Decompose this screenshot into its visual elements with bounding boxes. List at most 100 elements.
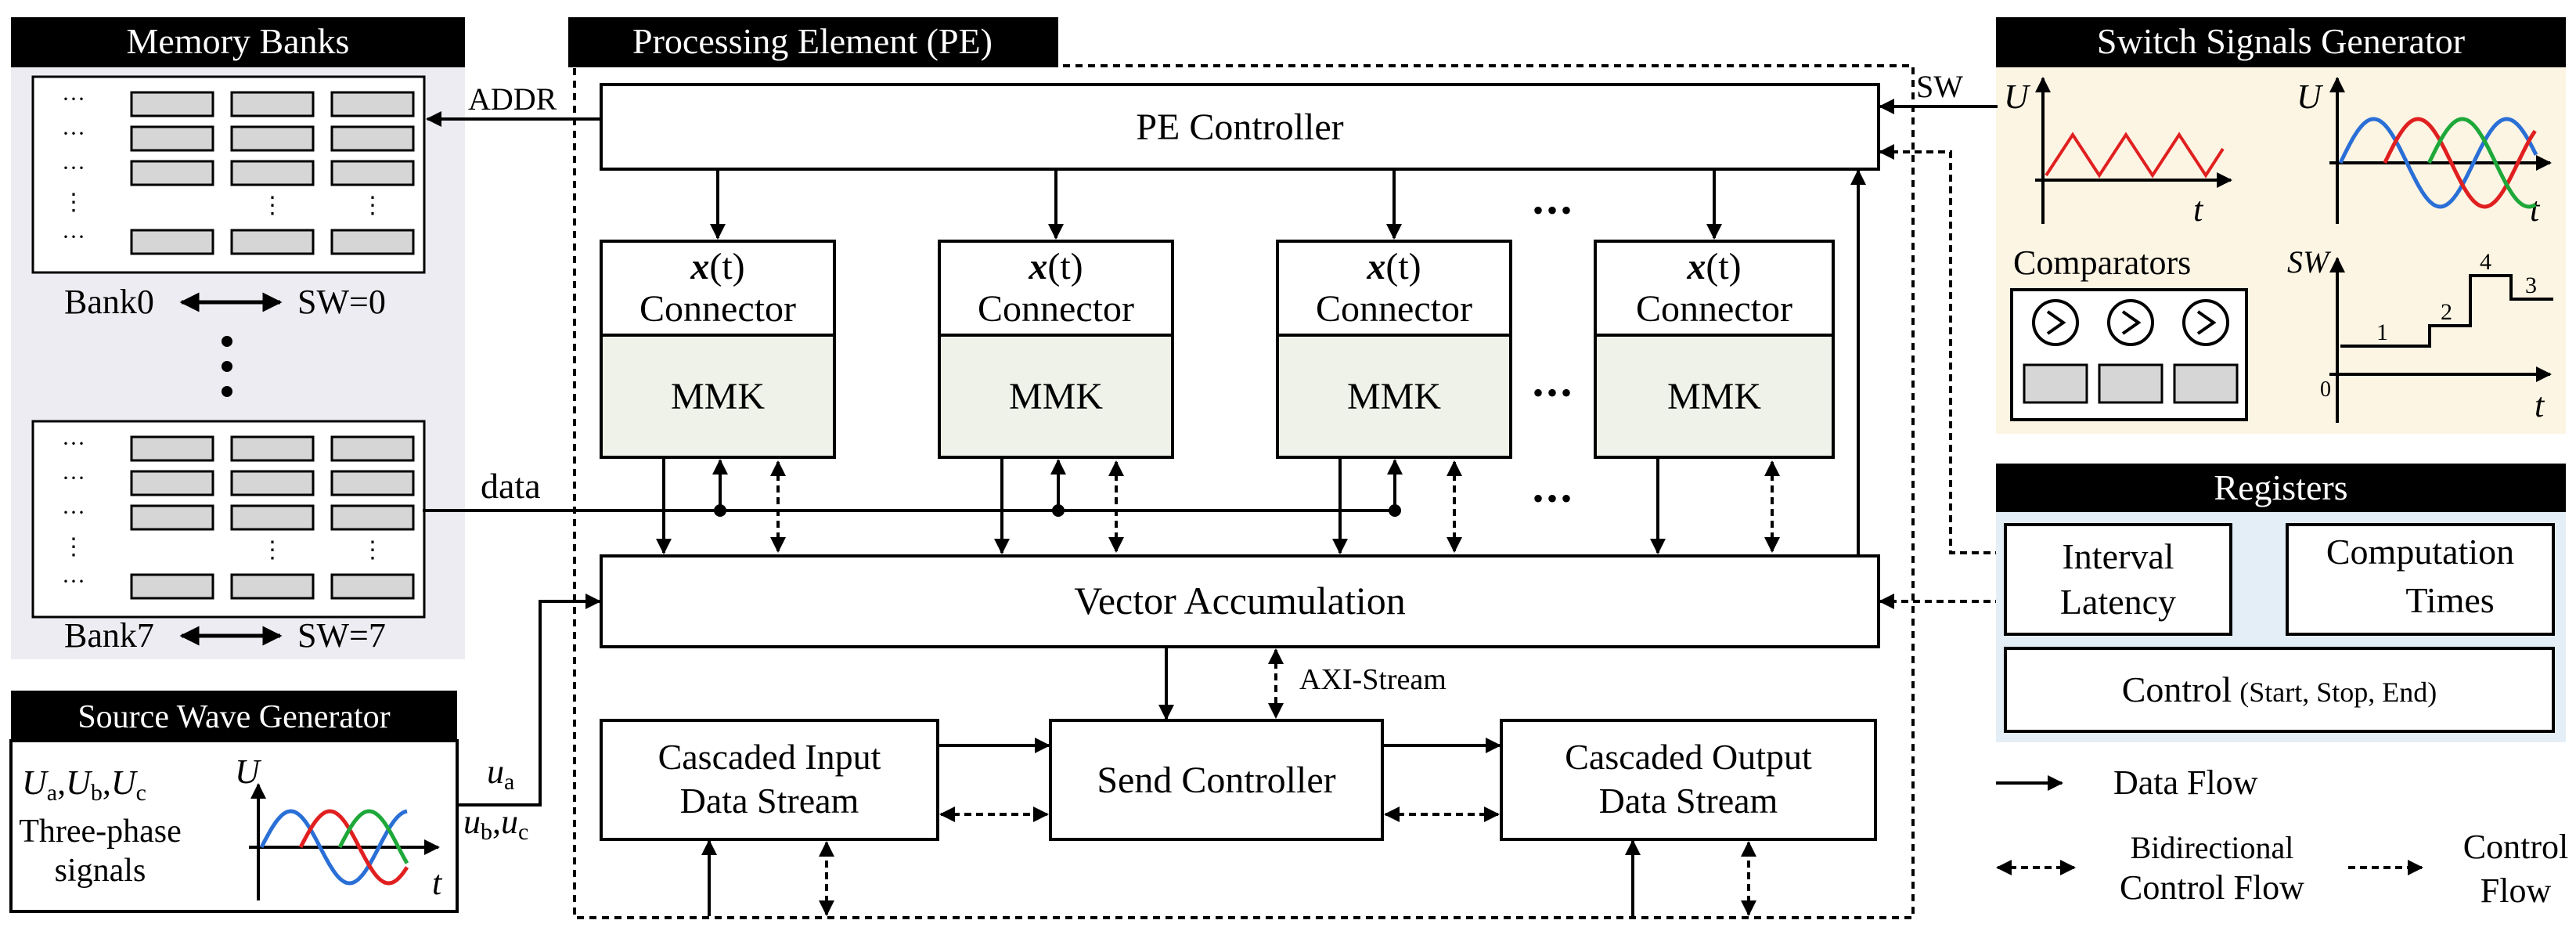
connector-label: Connector: [1316, 288, 1472, 330]
bank0-cell: [230, 160, 315, 186]
ref-wave-phase-2: [2383, 117, 2537, 209]
cascaded-output-line1: Cascaded Output: [1565, 737, 1812, 777]
bank-gap-dots: [222, 336, 232, 397]
comparators-label: Comparators: [2013, 244, 2191, 282]
bank0-sw-label: SW=0: [297, 283, 386, 321]
bank7-row-marker: ···: [62, 568, 85, 594]
pe-controller-label: PE Controller: [1136, 106, 1343, 148]
addr-label: ADDR: [468, 81, 557, 117]
bank7-cell: [230, 504, 315, 531]
sw-step-1: 1: [2376, 319, 2388, 345]
cascaded-input-box: [600, 719, 939, 841]
bank7-cell: [330, 470, 415, 496]
computation-times-line2: Times: [2405, 580, 2494, 620]
triangle-carrier-wave: [2045, 132, 2225, 179]
source-wave-axis-u: U: [235, 752, 262, 791]
pe-mid-ellipsis: •••: [1533, 375, 1575, 410]
interval-latency-line2: Latency: [2060, 582, 2176, 622]
ref-wave-phase-3: [2427, 117, 2537, 209]
mmk-box: [938, 334, 1174, 459]
bank7-cell: [130, 573, 214, 600]
cascaded-input-line2: Data Stream: [680, 781, 859, 821]
connector-xt-label: x(t): [690, 246, 744, 287]
sw-step-curve: [2340, 274, 2553, 348]
axi-stream-label: AXI-Stream: [1299, 663, 1447, 696]
comparator-symbol: [2046, 310, 2066, 335]
pe-title: Processing Element (PE): [632, 21, 993, 61]
bank0-cell: [330, 160, 415, 186]
cascaded-input-line1: Cascaded Input: [658, 737, 881, 777]
source-wave-title-bar: [11, 691, 457, 741]
comparator-output-cell: [2173, 363, 2239, 404]
connector-label: Connector: [639, 288, 796, 330]
legend-control-line2: Flow: [2481, 871, 2552, 910]
sw-signal-label: SW: [1916, 69, 1963, 104]
legend-control-line1: Control: [2463, 828, 2568, 866]
legend-data-flow-label: Data Flow: [2113, 763, 2258, 802]
vector-accumulation-box: [600, 554, 1880, 648]
bank7-sw-label: SW=7: [297, 616, 386, 655]
sw-origin: 0: [2320, 377, 2331, 402]
switch-gen-title: Switch Signals Generator: [2097, 21, 2465, 61]
connector-box: [600, 240, 836, 337]
sw-step-3: 3: [2525, 272, 2537, 298]
bank0-cell: [330, 229, 415, 255]
bank7-cell: [330, 573, 415, 600]
memory-banks-panel: Memory Banks ·········⋮⋮⋮··· Bank0 SW=0 …: [11, 17, 465, 659]
mmk-box: [1594, 334, 1835, 459]
sw-axis-t: t: [2535, 386, 2545, 424]
legend: Data Flow Bidirectional Control Flow Con…: [1996, 763, 2568, 910]
comparator-icon: [2032, 299, 2079, 346]
memory-banks-title-bar: [11, 17, 465, 67]
bank7-cell: [130, 504, 214, 531]
comparator-symbol: [2196, 310, 2217, 335]
bank0-cells: ·········⋮⋮⋮···: [62, 86, 415, 255]
bank0-cell: [130, 229, 214, 255]
bank7-cell: [230, 470, 315, 496]
bank0-cell: [230, 91, 315, 117]
ref-wave-axis-u: U: [2297, 78, 2324, 116]
bank7-cell: [330, 504, 415, 531]
bank0-cell: [330, 91, 415, 117]
computation-times-box: [2286, 523, 2555, 636]
bank7-cell: [230, 435, 315, 462]
switch-gen-title-bar: [1996, 17, 2566, 67]
control-register-box: [2004, 647, 2555, 733]
connector-box: [1276, 240, 1512, 337]
registers-title-bar: [1996, 464, 2566, 512]
bank7-label: Bank7: [64, 616, 154, 655]
data-label: data: [481, 466, 541, 506]
bank7-row-marker: ···: [62, 500, 85, 525]
ua-label: ua: [487, 752, 514, 795]
pe-controller-box: [600, 83, 1880, 171]
legend-bidir-line2: Control Flow: [2120, 868, 2304, 907]
sw-step-2: 2: [2441, 299, 2452, 325]
bank7-cell: [130, 435, 214, 462]
connector-xt-label: x(t): [1686, 246, 1741, 287]
memory-banks-title: Memory Banks: [127, 21, 350, 61]
registers-to-controller-control: [1879, 144, 2002, 554]
source-to-va-arrow: [457, 594, 601, 807]
bank0-gap-marker: ⋮: [361, 193, 384, 218]
legend-bidir-line1: Bidirectional: [2131, 830, 2294, 865]
bank0-cell: [130, 125, 214, 152]
sw-axis-label: SW: [2287, 244, 2332, 280]
bank0-row-marker: ···: [62, 224, 85, 250]
cascaded-output-box: [1500, 719, 1877, 841]
source-wave-phase-3: [337, 809, 409, 864]
sw-step-4: 4: [2480, 249, 2491, 275]
bank0-gap-marker: ⋮: [261, 193, 284, 218]
source-wave-line2: Three-phase: [19, 814, 182, 850]
connector-label: Connector: [978, 288, 1134, 330]
bank7-cell: [230, 573, 315, 600]
triangle-axis-t: t: [2193, 190, 2204, 229]
ubc-label: ub,uc: [463, 803, 528, 845]
mmk-label: MMK: [1009, 376, 1103, 417]
comparator-symbol: [2121, 310, 2142, 335]
connector-xt-label: x(t): [1028, 246, 1083, 287]
comparator-output-cell: [2098, 363, 2163, 404]
bank7-cells: ·········⋮⋮⋮···: [62, 431, 415, 600]
ref-wave-axis-t: t: [2530, 190, 2541, 229]
mmk-label: MMK: [671, 376, 765, 417]
